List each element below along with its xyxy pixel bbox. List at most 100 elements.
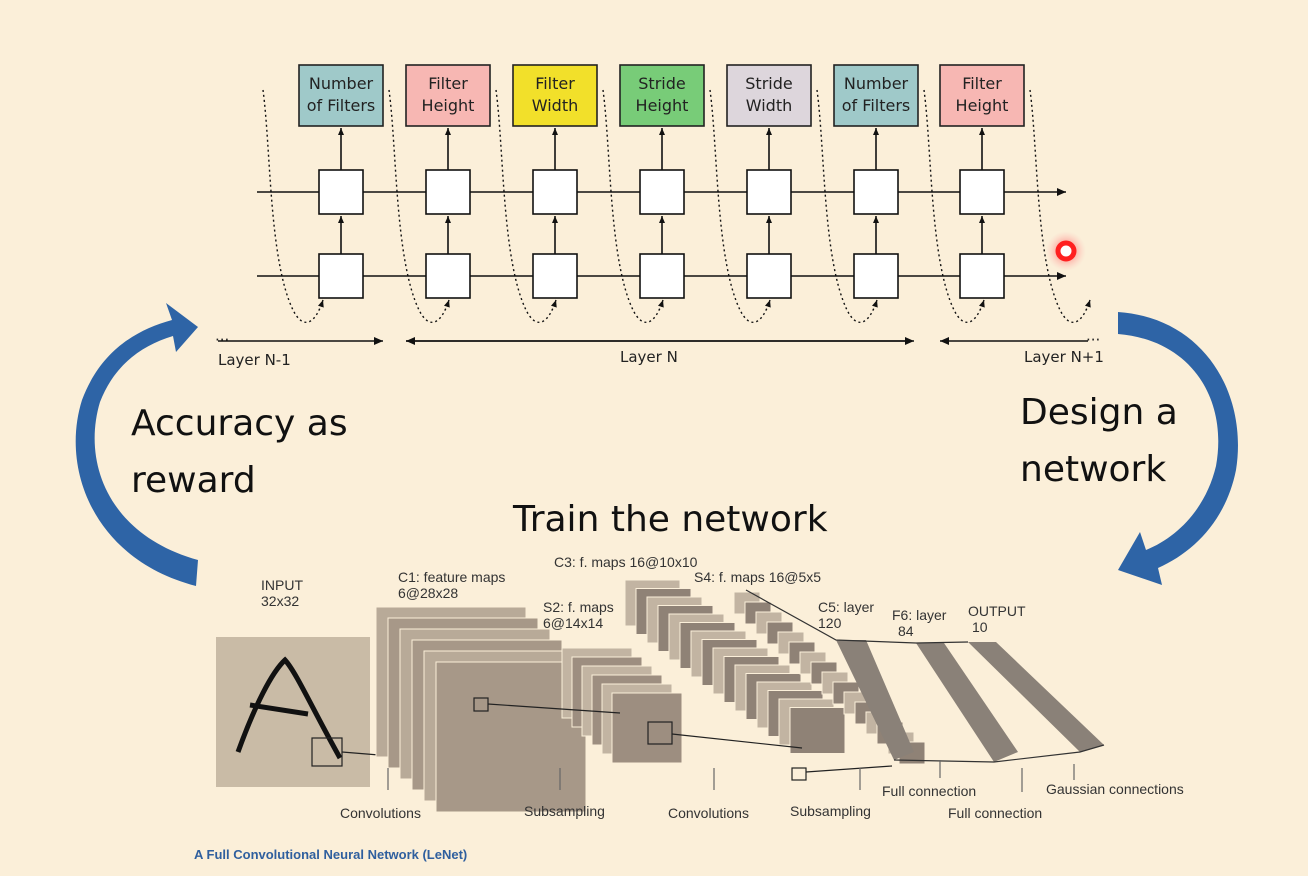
rnn-cell-top <box>959 169 1005 215</box>
c3-label: C3: f. maps 16@10x10 <box>554 554 698 570</box>
op-full-connection-2: Full connection <box>948 805 1042 821</box>
op-convolutions-1: Convolutions <box>340 805 421 821</box>
hyperparam-box-label: Stride <box>745 74 792 93</box>
hyperparam-box-bg <box>833 64 919 127</box>
right-loop-arrow <box>1118 312 1238 585</box>
rnn-cell-bottom <box>959 253 1005 299</box>
output-label: OUTPUT <box>968 603 1026 619</box>
c3-s4-line <box>805 765 893 773</box>
input-size-label: 32x32 <box>261 593 299 609</box>
feedback-dotted-arrows <box>262 89 1091 323</box>
rnn-cell-top <box>532 169 578 215</box>
rnn-cell-top <box>425 169 471 215</box>
rnn-cell-bottom <box>853 253 899 299</box>
hyperparam-box: Number of Filters <box>833 64 919 127</box>
c5-band <box>836 640 914 760</box>
feedback-curve <box>262 89 324 323</box>
hyperparam-box-bg <box>405 64 491 127</box>
feedback-curve <box>709 89 771 323</box>
input-letter-a-bar <box>249 702 309 717</box>
feedback-curve <box>923 89 985 323</box>
hyperparam-box-label: of Filters <box>842 96 910 115</box>
s2-receptive-field <box>647 721 673 745</box>
feature-map <box>611 692 683 764</box>
hyperparam-box-label: Stride <box>638 74 685 93</box>
ellipsis-left: ··· <box>215 331 229 349</box>
rnn-cell-bottom <box>532 253 578 299</box>
rnn-cell-bottom <box>318 253 364 299</box>
hyperparam-box-bg <box>298 64 384 127</box>
hyperparam-box-label: Filter <box>962 74 1002 93</box>
hyperparam-box-label: Height <box>422 96 475 115</box>
output-size-label: 10 <box>972 619 988 635</box>
hyperparam-box-label: Filter <box>535 74 575 93</box>
op-subsampling-1: Subsampling <box>524 803 605 819</box>
f6-band <box>916 643 1018 762</box>
cursor-marker <box>1055 240 1077 262</box>
s4-label: S4: f. maps 16@5x5 <box>694 569 821 585</box>
rnn-cells <box>318 128 1005 299</box>
lenet-diagram: INPUT 32x32 C1: feature maps 6@28x28 S2:… <box>194 554 1184 862</box>
s2-feature-maps <box>561 647 683 764</box>
hyperparam-box-label: of Filters <box>307 96 375 115</box>
feedback-curve <box>816 89 878 323</box>
accuracy-label-line2: reward <box>131 460 256 501</box>
hyperparam-box-label: Number <box>309 74 374 93</box>
layer-next-label: Layer N+1 <box>1024 348 1104 366</box>
c1-size-label: 6@28x28 <box>398 585 458 601</box>
c1-label: C1: feature maps <box>398 569 505 585</box>
rnn-cell-top <box>746 169 792 215</box>
feedback-curve <box>495 89 557 323</box>
feature-map <box>789 707 846 754</box>
left-loop-arrow <box>75 303 198 586</box>
fc-bottom-line <box>893 744 1105 763</box>
output-band <box>968 642 1104 752</box>
layer-prev-label: Layer N-1 <box>218 351 291 369</box>
hyperparam-box-bg <box>726 64 812 127</box>
hyperparam-box-label: Number <box>844 74 909 93</box>
hyperparam-box-bg <box>512 64 598 127</box>
rnn-cell-bottom <box>425 253 471 299</box>
ellipsis-right: ··· <box>1086 331 1100 349</box>
s2-label: S2: f. maps <box>543 599 614 615</box>
hyperparam-box-label: Width <box>532 96 578 115</box>
c5-size-label: 120 <box>818 615 842 631</box>
hyperparam-box-label: Height <box>956 96 1009 115</box>
c1-feature-maps <box>375 606 587 813</box>
c3-receptive-field <box>791 767 807 781</box>
f6-size-label: 84 <box>898 623 914 639</box>
rnn-cell-bottom <box>639 253 685 299</box>
hyperparam-box-label: Filter <box>428 74 468 93</box>
op-convolutions-2: Convolutions <box>668 805 749 821</box>
fc-top-line <box>745 589 969 644</box>
layer-cur-label: Layer N <box>620 348 678 366</box>
train-label: Train the network <box>512 499 828 540</box>
design-label-line2: network <box>1020 449 1166 490</box>
feature-map <box>435 661 587 813</box>
rnn-cell-top <box>639 169 685 215</box>
op-gaussian-connections: Gaussian connections <box>1046 781 1184 797</box>
hyperparam-box-label: Width <box>746 96 792 115</box>
rnn-cell-top <box>318 169 364 215</box>
input-label: INPUT <box>261 577 303 593</box>
accuracy-label-line1: Accuracy as <box>131 403 348 444</box>
op-subsampling-2: Subsampling <box>790 803 871 819</box>
feedback-curve <box>388 89 450 323</box>
input-letter-a <box>235 656 343 760</box>
rnn-cell-bottom <box>746 253 792 299</box>
hyperparam-box-label: Height <box>636 96 689 115</box>
lenet-caption: A Full Convolutional Neural Network (LeN… <box>194 847 467 862</box>
c5-label: C5: layer <box>818 599 874 615</box>
op-full-connection-1: Full connection <box>882 783 976 799</box>
feedback-curve <box>602 89 664 323</box>
loop-arrows <box>75 303 1238 586</box>
c1-s2-line <box>487 703 621 714</box>
rnn-cell-top <box>853 169 899 215</box>
s2-c3-line <box>671 733 803 749</box>
